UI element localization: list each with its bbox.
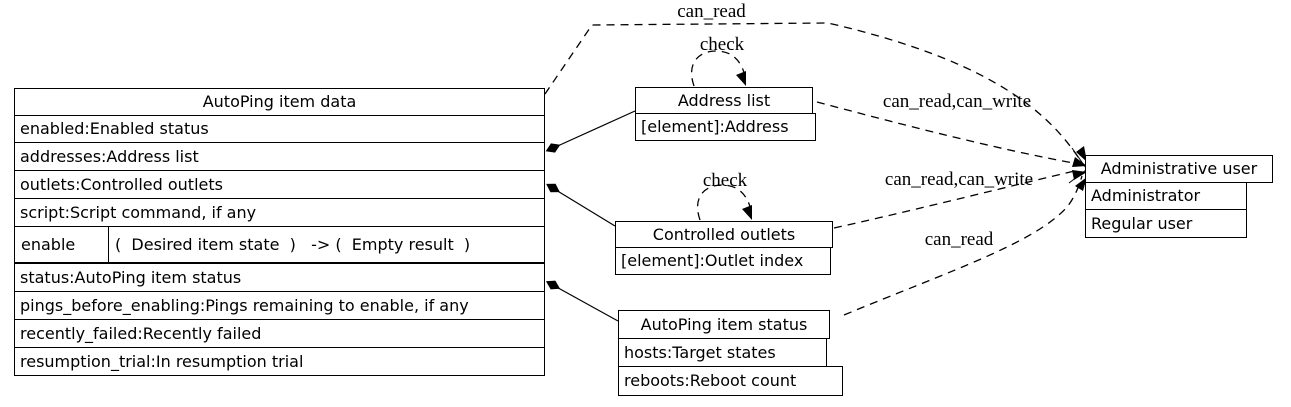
attribute-row: [element]:Address	[635, 113, 816, 141]
attribute-row: pings_before_enabling:Pings remaining to…	[14, 291, 545, 320]
edge-label-status-to-admin: can_read	[924, 229, 994, 250]
attribute-row: resumption_trial:In resumption trial	[14, 347, 545, 376]
edge-label-check-address-list: check	[699, 34, 745, 55]
admin-arrowhead-4	[1075, 177, 1087, 191]
admin-arrowhead-spike-bottom	[1068, 169, 1087, 184]
edge-label-outlets-to-admin: can_read,can_write	[884, 169, 1034, 190]
edge-label-address-list-to-admin: can_read,can_write	[882, 91, 1032, 112]
node-title: Administrative user	[1085, 155, 1273, 183]
diamond-arrowhead-outlets	[546, 183, 560, 193]
method-name: enable	[15, 227, 109, 262]
attribute-row: reboots:Reboot count	[618, 366, 843, 396]
attribute-row: [element]:Outlet index	[615, 247, 831, 275]
edge-status-to-admin	[843, 175, 1083, 316]
node-title: AutoPing item status	[618, 310, 830, 339]
node-autoping-item-status: AutoPing item status hosts:Target states…	[618, 310, 843, 396]
node-title: Address list	[635, 87, 813, 114]
edge-label-can-read-top: can_read	[677, 1, 746, 22]
attribute-row: script:Script command, if any	[14, 198, 545, 227]
edge-composition-status	[550, 283, 619, 322]
attribute-row: addresses:Address list	[14, 142, 545, 171]
edge-check-loop-controlled-outlets	[697, 184, 753, 221]
attribute-row: hosts:Target states	[618, 338, 827, 367]
attribute-row: outlets:Controlled outlets	[14, 170, 545, 199]
diamond-arrowhead-addresses	[545, 143, 561, 153]
node-administrative-user: Administrative user Administrator Regula…	[1085, 155, 1273, 238]
attribute-row: status:AutoPing item status	[14, 263, 545, 292]
node-autoping-item-data: AutoPing item data enabled:Enabled statu…	[14, 88, 545, 376]
admin-arrowhead-spike-top	[1071, 147, 1087, 169]
diamond-arrowhead-status	[545, 280, 561, 290]
admin-arrowhead-1	[1076, 146, 1087, 162]
attribute-row: recently_failed:Recently failed	[14, 319, 545, 348]
edge-label-check-controlled-outlets: check	[702, 170, 748, 191]
node-title: Controlled outlets	[615, 221, 833, 248]
edge-outlets-to-admin	[833, 169, 1080, 229]
edge-composition-addresses	[550, 110, 636, 150]
node-address-list: Address list [element]:Address	[635, 87, 816, 141]
method-row: enable ( Desired item state ) -> ( Empty…	[14, 226, 545, 263]
attribute-row: Regular user	[1085, 209, 1247, 238]
node-title: AutoPing item data	[14, 88, 545, 116]
edge-address-list-to-admin	[816, 101, 1080, 165]
attribute-row: Administrator	[1085, 182, 1247, 210]
check-arrowhead-address-list	[736, 71, 746, 86]
node-controlled-outlets: Controlled outlets [element]:Outlet inde…	[615, 221, 833, 275]
attribute-row: enabled:Enabled status	[14, 115, 545, 143]
check-arrowhead-controlled-outlets	[742, 205, 752, 220]
method-signature: ( Desired item state ) -> ( Empty result…	[115, 235, 471, 254]
edge-can-read-top	[544, 22, 1081, 161]
edge-check-loop-address-list	[691, 50, 747, 87]
edge-composition-outlets	[550, 186, 616, 227]
